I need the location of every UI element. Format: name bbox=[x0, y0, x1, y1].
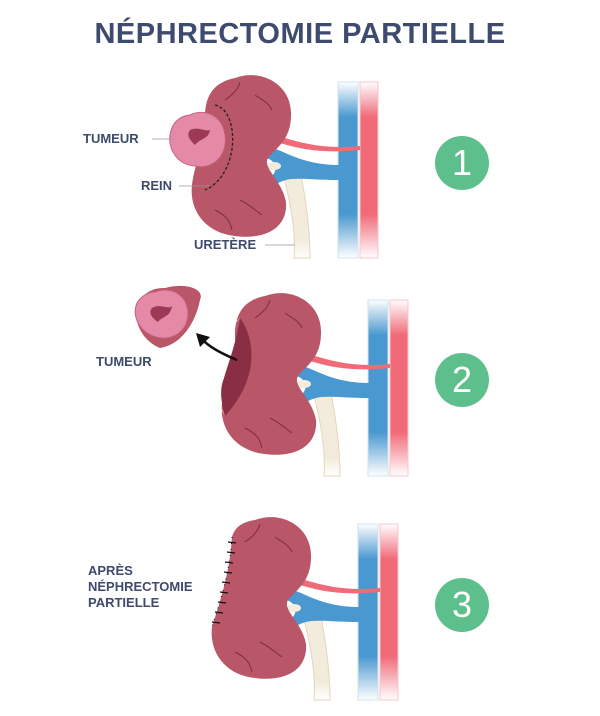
step-badge-3: 3 bbox=[435, 578, 489, 632]
tumor bbox=[169, 111, 226, 168]
panel-2-illustration bbox=[212, 293, 409, 477]
panel-1-illustration bbox=[152, 75, 379, 259]
label-tumor: TUMEUR bbox=[83, 131, 139, 146]
label-ureter: URETÈRE bbox=[194, 237, 257, 252]
label-kidney: REIN bbox=[141, 178, 173, 193]
resection-line bbox=[204, 104, 234, 191]
step-badge-2: 2 bbox=[435, 353, 489, 407]
panel-3-illustration bbox=[211, 517, 399, 701]
label-line: APRÈS bbox=[88, 563, 133, 578]
step-badge-1: 1 bbox=[435, 136, 489, 190]
label-after-surgery: APRÈS NÉPHRECTOMIE PARTIELLE bbox=[88, 563, 193, 611]
label-line: NÉPHRECTOMIE bbox=[88, 579, 193, 594]
diagram-title: NÉPHRECTOMIE PARTIELLE bbox=[94, 18, 506, 50]
suture-line bbox=[211, 536, 233, 628]
resection-cavity bbox=[221, 318, 252, 416]
label-removed-tumor: TUMEUR bbox=[96, 354, 152, 369]
label-line: PARTIELLE bbox=[88, 595, 160, 610]
removed-tumor bbox=[134, 285, 201, 348]
